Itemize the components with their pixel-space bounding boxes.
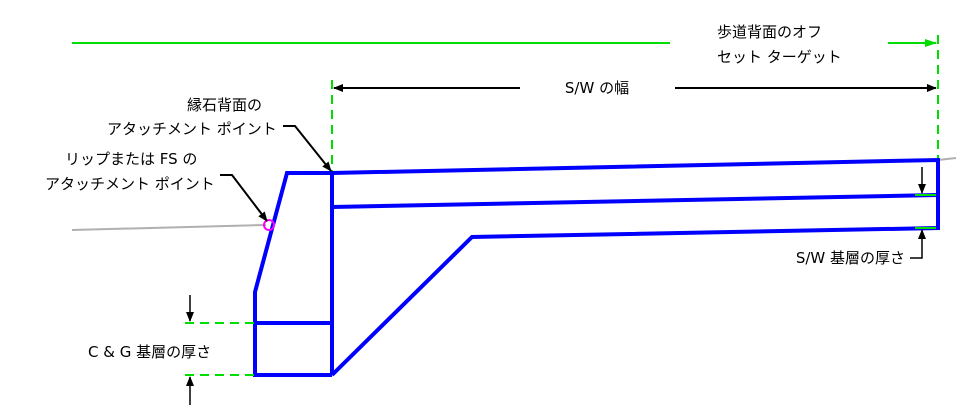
- ground-line-right: [937, 157, 956, 161]
- offset-target-label-2: セット ターゲット: [717, 48, 842, 66]
- sw-width-label: S/W の幅: [565, 79, 629, 97]
- lip-label-2: アタッチメント ポイント: [45, 175, 215, 193]
- curb-back-callout: 縁石背面の アタッチメント ポイント: [107, 96, 332, 172]
- offset-target-dimension: 歩道背面のオフ セット ターゲット: [72, 23, 937, 66]
- sw-base-thickness-dimension: S/W 基層の厚さ: [796, 167, 936, 267]
- cg-base-thickness-label: C & G 基層の厚さ: [88, 343, 211, 361]
- lip-attachment-marker: [263, 219, 275, 231]
- sw-base-thickness-label: S/W 基層の厚さ: [796, 249, 905, 267]
- sw-width-dimension: S/W の幅: [333, 79, 937, 97]
- ground-line-left: [71, 224, 267, 231]
- offset-target-label-1: 歩道背面のオフ: [717, 23, 822, 41]
- lip-callout: リップまたは FS の アタッチメント ポイント: [45, 150, 268, 222]
- lip-label-1: リップまたは FS の: [65, 150, 197, 168]
- cg-base-thickness-dimension: C & G 基層の厚さ: [88, 295, 255, 405]
- curb-back-label-1: 縁石背面の: [187, 96, 262, 114]
- curb-gutter-sidewalk-section: [253, 157, 940, 377]
- curb-back-label-2: アタッチメント ポイント: [107, 120, 277, 138]
